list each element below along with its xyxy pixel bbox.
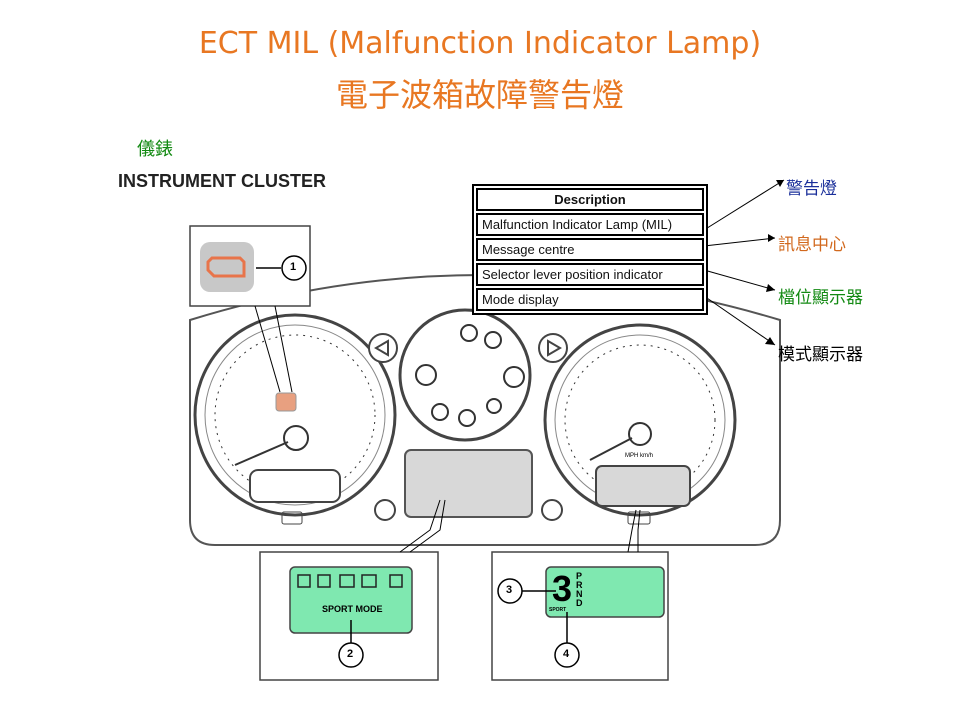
arrow-mode bbox=[703, 295, 776, 346]
description-row-message-centre: Message centre bbox=[476, 238, 704, 261]
callout-3 bbox=[497, 578, 523, 604]
page-subtitle: 電子波箱故障警告燈 bbox=[335, 76, 624, 114]
callout-2-label: 2 bbox=[347, 648, 354, 660]
annotation-warning-lamp: 警告燈 bbox=[786, 179, 837, 199]
callout-4-label: 4 bbox=[563, 648, 570, 660]
arrow-mil bbox=[703, 179, 785, 231]
speedometer-gauge bbox=[543, 323, 737, 525]
sport-mode-text: SPORT MODE bbox=[322, 604, 383, 614]
arrow-selector bbox=[703, 269, 776, 291]
gear-sport-text: SPORT bbox=[549, 607, 567, 613]
cluster-label-cn: 儀錶 bbox=[137, 139, 173, 160]
gear-letter-r: R bbox=[576, 580, 583, 590]
gear-number: 3 bbox=[552, 568, 573, 609]
arrow-message-centre bbox=[703, 237, 776, 247]
callout-3-label: 3 bbox=[506, 584, 513, 596]
gear-lcd bbox=[545, 566, 665, 618]
mil-icon-background bbox=[200, 242, 254, 292]
speed-unit-label: MPH km/h bbox=[625, 453, 654, 459]
annotation-mode-display: 模式顯示器 bbox=[778, 345, 863, 365]
description-row-mil: Malfunction Indicator Lamp (MIL) bbox=[476, 213, 704, 236]
description-row-mode: Mode display bbox=[476, 288, 704, 311]
callout-4 bbox=[554, 642, 580, 668]
description-row-selector: Selector lever position indicator bbox=[476, 263, 704, 286]
cluster-label-en: INSTRUMENT CLUSTER bbox=[118, 171, 326, 191]
callout-2 bbox=[338, 642, 364, 668]
gear-letter-d: D bbox=[576, 598, 583, 608]
message-centre-screen bbox=[404, 449, 533, 518]
page-title: ECT MIL (Malfunction Indicator Lamp) bbox=[198, 26, 762, 61]
tachometer-gauge bbox=[193, 313, 397, 525]
callout-1-label: 1 bbox=[290, 261, 297, 273]
callout-1 bbox=[281, 255, 307, 281]
gear-letter-n: N bbox=[576, 589, 583, 599]
warning-lamp-dial bbox=[398, 308, 532, 442]
right-indicator-icon bbox=[538, 333, 568, 363]
description-table-header: Description bbox=[476, 188, 704, 211]
gear-letter-p: P bbox=[576, 571, 583, 581]
mil-engine-icon bbox=[206, 256, 246, 278]
description-table: Description Malfunction Indicator Lamp (… bbox=[472, 184, 708, 315]
cluster-outline bbox=[189, 274, 781, 546]
annotation-message-centre: 訊息中心 bbox=[778, 235, 846, 255]
left-indicator-icon bbox=[368, 333, 398, 363]
gear-letters: P R N D bbox=[576, 572, 583, 608]
annotation-selector-indicator: 檔位顯示器 bbox=[778, 288, 863, 308]
